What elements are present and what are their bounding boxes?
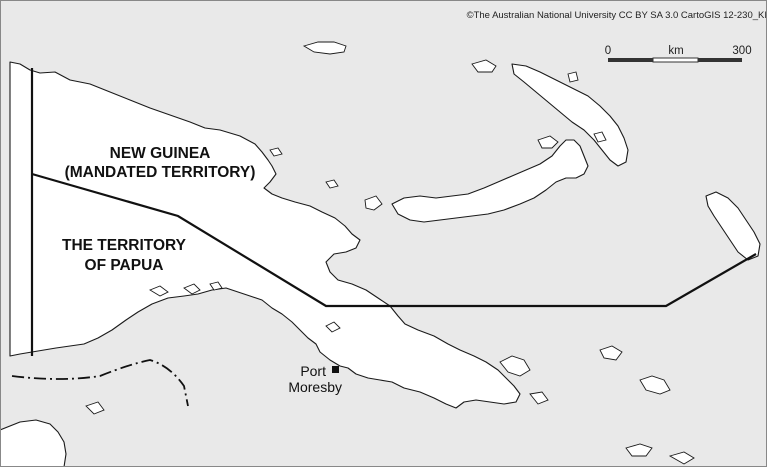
small-island: [537, 135, 559, 149]
international-boundary: [11, 359, 189, 407]
region-label-papua-sub: OF PAPUA: [85, 257, 164, 274]
scale-segment-dark: [608, 58, 653, 62]
small-island: [567, 71, 579, 83]
port-moresby-marker: [332, 366, 339, 373]
small-island: [593, 131, 607, 143]
scale-unit-label: km: [668, 45, 683, 57]
bougainville-island: [705, 191, 761, 261]
small-island: [599, 345, 623, 361]
small-island: [499, 355, 531, 377]
small-island: [639, 375, 671, 395]
region-label-new-guinea: NEW GUINEA: [110, 145, 211, 162]
small-island: [269, 147, 283, 157]
small-island: [625, 443, 653, 457]
territory-boundary-line: [31, 172, 757, 308]
small-island: [85, 401, 105, 415]
credit-text: ©The Australian National University CC B…: [467, 10, 767, 21]
gulf-inlets: [148, 281, 223, 297]
small-island: [325, 321, 341, 333]
scale-bar: 0 km 300: [605, 45, 752, 63]
scale-segment-light: [652, 57, 699, 63]
new-britain-island: [391, 139, 589, 223]
small-island: [529, 391, 549, 405]
small-island: [325, 179, 339, 189]
region-label-papua: THE TERRITORY: [62, 237, 187, 254]
small-island: [364, 195, 383, 211]
small-island: [668, 451, 695, 465]
region-label-new-guinea-sub: (MANDATED TERRITORY): [65, 164, 256, 181]
scale-start-label: 0: [605, 45, 611, 57]
city-label-moresby: Moresby: [288, 379, 342, 395]
manus-island: [302, 41, 347, 55]
cape-york-landmass: [0, 419, 67, 467]
scale-end-label: 300: [732, 45, 751, 57]
scale-segment-dark: [698, 58, 742, 62]
city-label-port: Port: [300, 363, 326, 379]
small-island: [471, 59, 497, 73]
